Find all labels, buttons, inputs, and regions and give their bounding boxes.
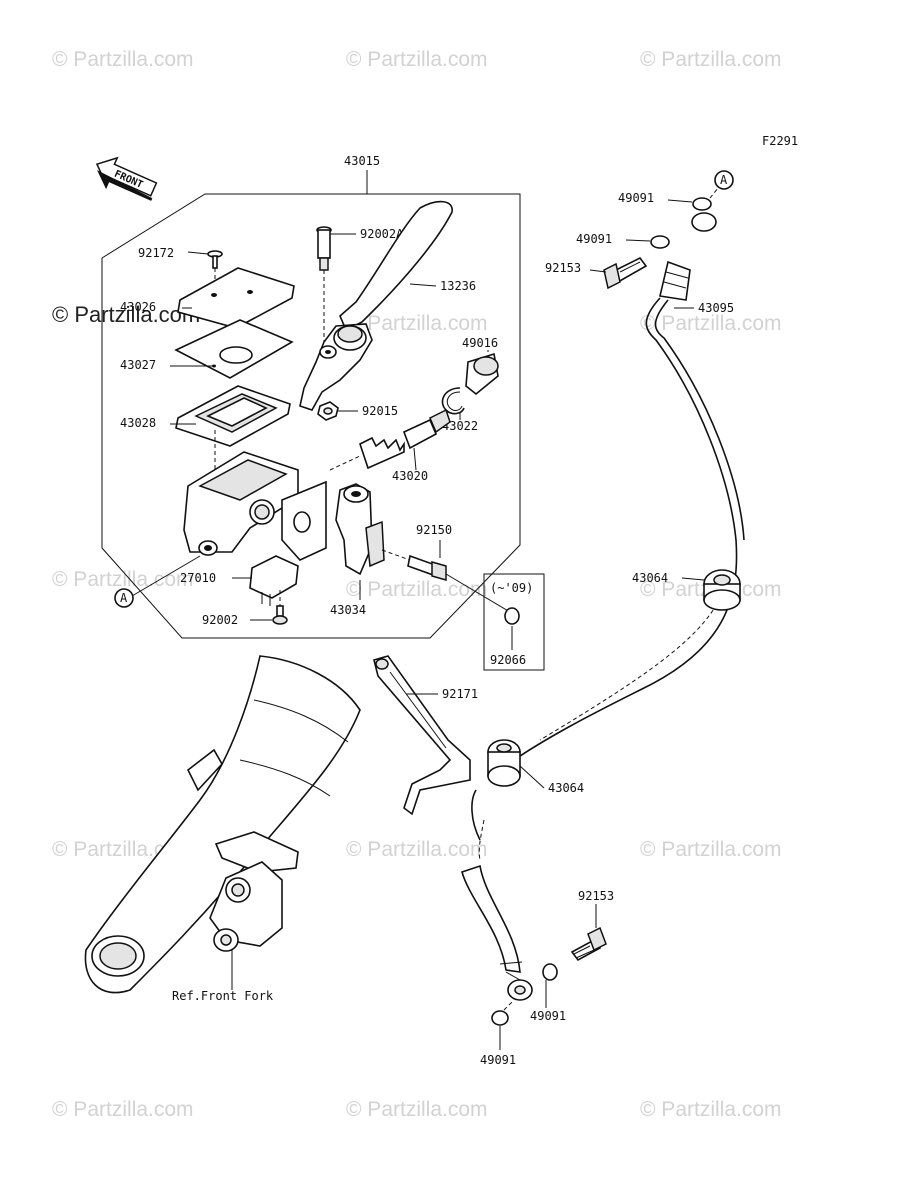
watermark: © Partzilla.com bbox=[52, 48, 194, 71]
watermark: © Partzilla.com bbox=[640, 1098, 782, 1121]
watermark: © Partzilla.com bbox=[640, 838, 782, 861]
label-43028: 43028 bbox=[120, 416, 156, 430]
label-49016: 49016 bbox=[462, 336, 498, 350]
marker-a-label: A bbox=[120, 591, 128, 605]
master-cylinder-body-icon bbox=[183, 451, 327, 561]
label-92002: 92002 bbox=[202, 613, 238, 627]
hose-fitting-icon bbox=[659, 212, 717, 301]
label-92150: 92150 bbox=[416, 523, 452, 537]
diaphragm-icon bbox=[175, 385, 291, 447]
label-43022: 43022 bbox=[442, 419, 478, 433]
washer-49091-icon bbox=[491, 1010, 509, 1026]
variant-box bbox=[483, 573, 545, 671]
label-43095: 43095 bbox=[698, 301, 734, 315]
ref-front-fork-label: Ref.Front Fork bbox=[172, 989, 274, 1003]
label-92153-top: 92153 bbox=[545, 261, 581, 275]
label-92172: 92172 bbox=[138, 246, 174, 260]
figure-code: F2291 bbox=[762, 134, 798, 148]
clamp-icon bbox=[335, 483, 385, 576]
marker-a-icon: A bbox=[114, 588, 134, 608]
label-43034: 43034 bbox=[330, 603, 366, 617]
reservoir-cap-icon bbox=[177, 267, 295, 329]
lower-hose-icon bbox=[461, 864, 533, 1001]
label-49091-c: 49091 bbox=[530, 1009, 566, 1023]
label-49091-b: 49091 bbox=[576, 232, 612, 246]
label-43027: 43027 bbox=[120, 358, 156, 372]
cap-92066-icon bbox=[504, 607, 520, 625]
watermark-layer: © Partzilla.com © Partzilla.com © Partzi… bbox=[52, 48, 782, 1121]
watermark: © Partzilla.com bbox=[346, 312, 488, 335]
diaphragm-plate-icon bbox=[174, 319, 294, 379]
grommet-43064-bottom-icon bbox=[487, 739, 521, 787]
marker-a-right-icon: A bbox=[714, 170, 734, 190]
piston-kit-icon bbox=[359, 408, 451, 470]
label-92066: 92066 bbox=[490, 653, 526, 667]
label-92015: 92015 bbox=[362, 404, 398, 418]
label-43020: 43020 bbox=[392, 469, 428, 483]
banjo-bolt-bottom-icon bbox=[570, 926, 607, 962]
label-43064-top: 43064 bbox=[632, 571, 668, 585]
hose-bracket-icon bbox=[373, 655, 471, 816]
watermark: © Partzilla.com bbox=[52, 1098, 194, 1121]
front-arrow-icon: FRONT bbox=[95, 156, 158, 201]
pivot-bolt-icon bbox=[316, 226, 332, 271]
label-43026: 43026 bbox=[120, 300, 156, 314]
label-49091-a: 49091 bbox=[618, 191, 654, 205]
marker-a-right-label: A bbox=[720, 173, 728, 187]
label-43015: 43015 bbox=[344, 154, 380, 168]
watermark: © Partzilla.com bbox=[640, 312, 782, 335]
washer-49091-icon bbox=[542, 963, 558, 981]
nut-92015-icon bbox=[317, 401, 339, 421]
watermark: © Partzilla.com bbox=[346, 1098, 488, 1121]
label-92002a: 92002A bbox=[360, 227, 404, 241]
watermark-dark: © Partzilla.com bbox=[52, 302, 200, 327]
washer-49091-icon bbox=[650, 235, 670, 249]
variant-label: (~'09) bbox=[490, 581, 533, 595]
brake-hose-segment bbox=[539, 597, 721, 741]
banjo-bolt-icon bbox=[603, 256, 648, 290]
brake-lever-icon bbox=[299, 200, 453, 411]
label-92171: 92171 bbox=[442, 687, 478, 701]
label-92153-bot: 92153 bbox=[578, 889, 614, 903]
front-fork-icon bbox=[84, 655, 361, 994]
watermark: © Partzilla.com bbox=[346, 838, 488, 861]
brake-switch-icon bbox=[249, 555, 299, 606]
watermark: © Partzilla.com bbox=[52, 568, 194, 591]
clamp-bolt-icon bbox=[407, 554, 447, 581]
brake-hose bbox=[499, 297, 738, 771]
label-43064-bot: 43064 bbox=[548, 781, 584, 795]
label-27010: 27010 bbox=[180, 571, 216, 585]
screw-92172-icon bbox=[207, 250, 223, 269]
label-49091-d: 49091 bbox=[480, 1053, 516, 1067]
watermark: © Partzilla.com bbox=[346, 578, 488, 601]
screw-92002-icon bbox=[272, 605, 288, 625]
watermark: © Partzilla.com bbox=[346, 48, 488, 71]
washer-49091-icon bbox=[692, 197, 712, 211]
watermark: © Partzilla.com bbox=[640, 48, 782, 71]
grommet-43064-icon bbox=[703, 569, 741, 611]
label-13236: 13236 bbox=[440, 279, 476, 293]
dust-boot-icon bbox=[465, 352, 499, 396]
